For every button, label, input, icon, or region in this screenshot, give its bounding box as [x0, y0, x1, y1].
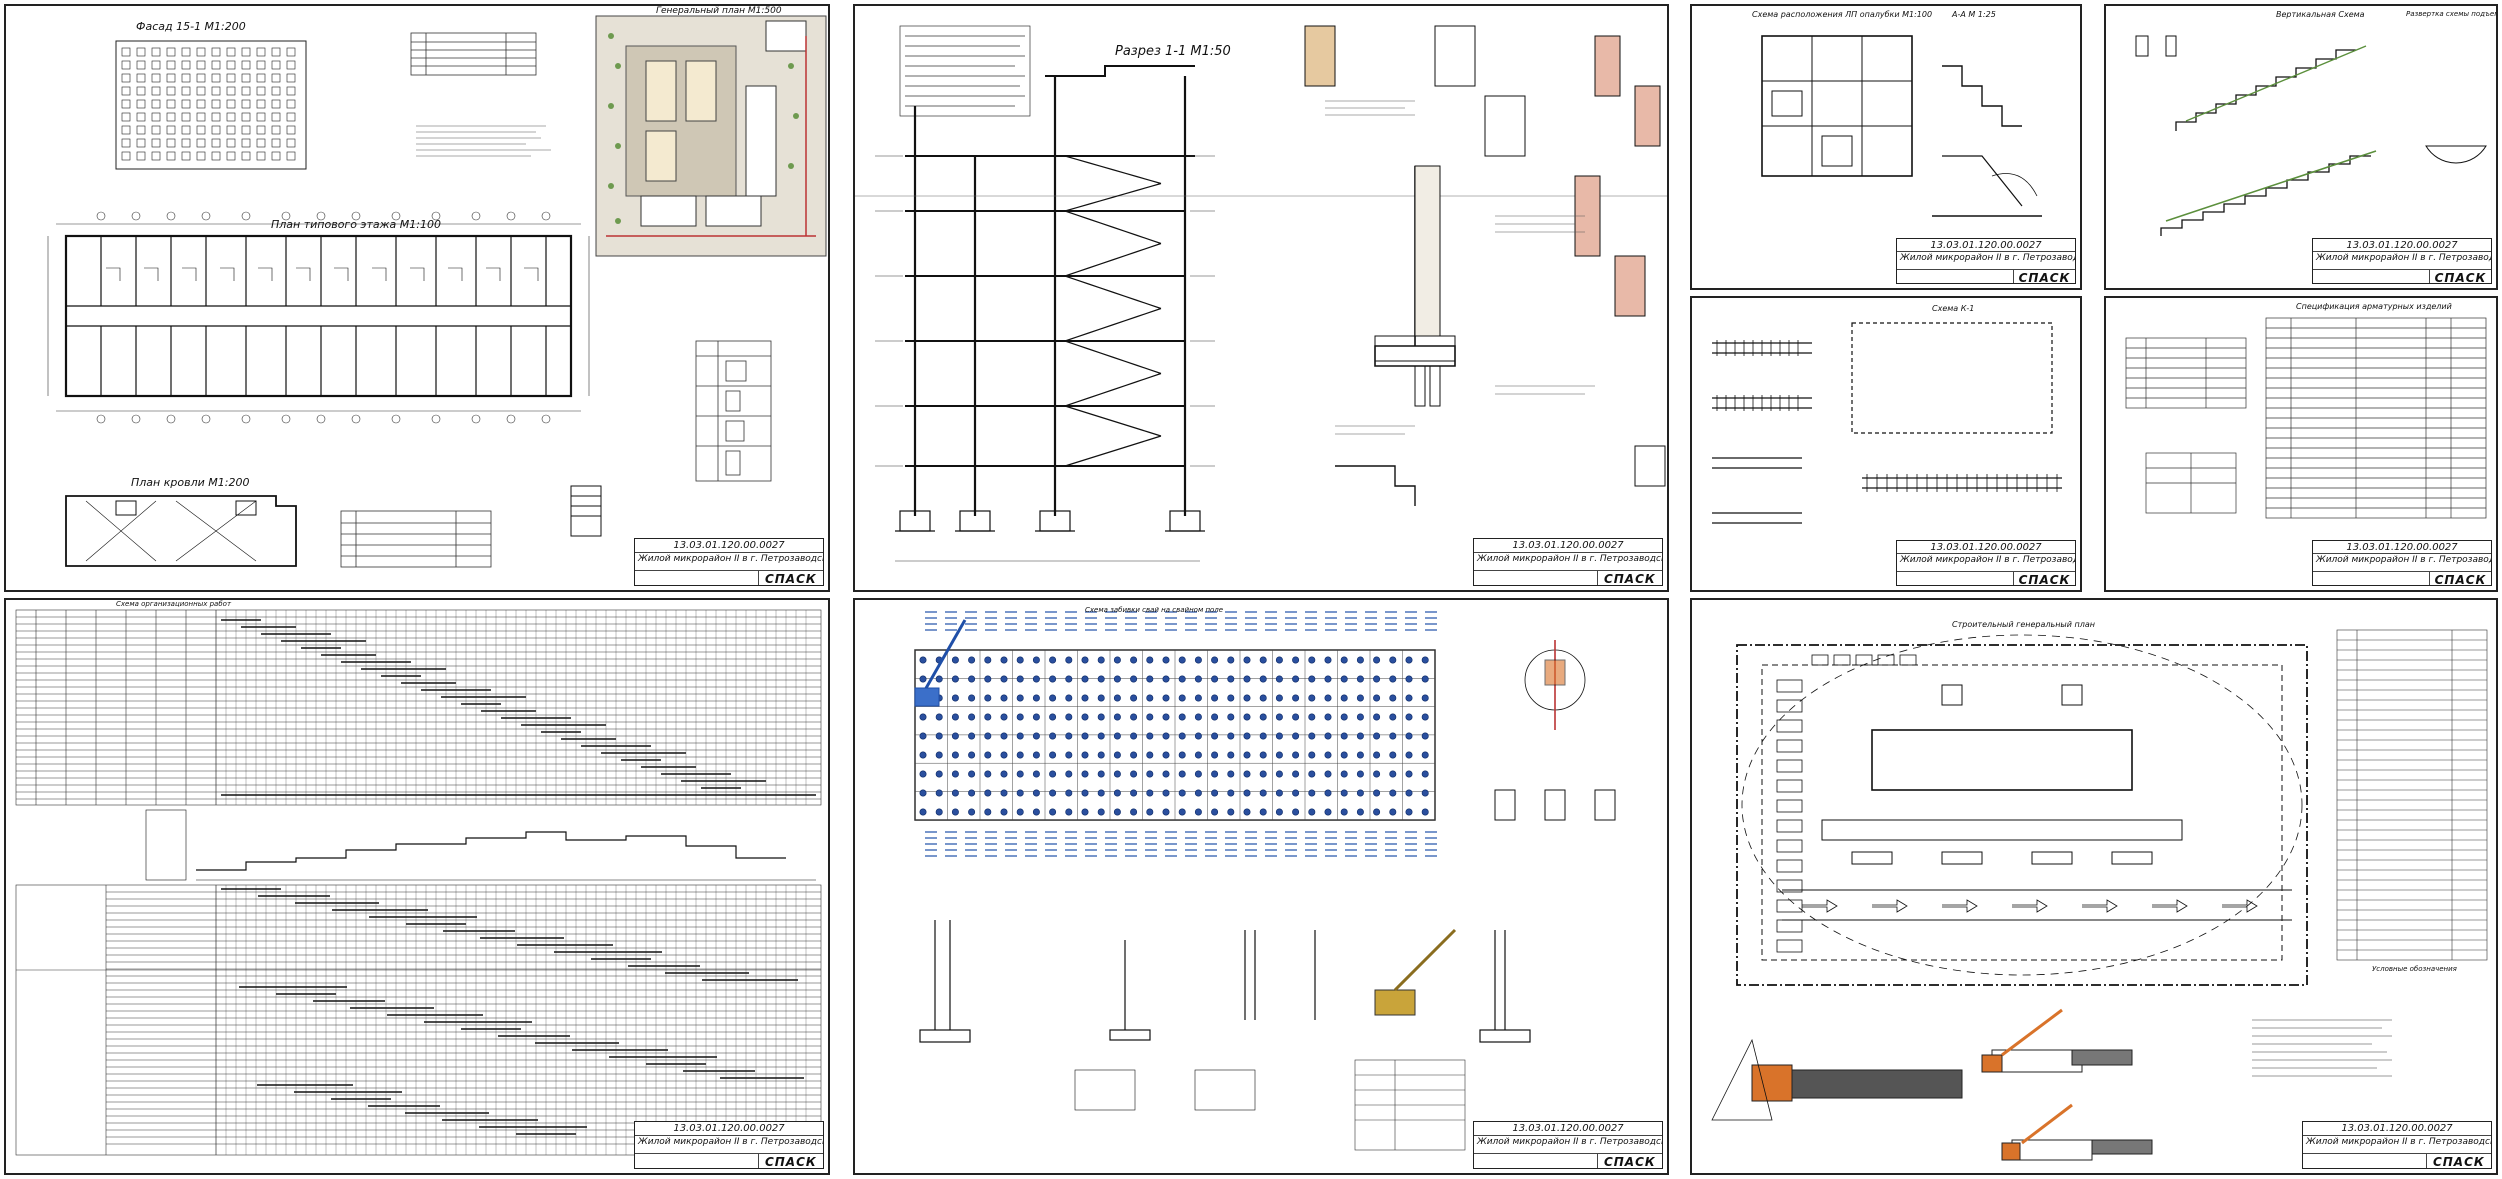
section-drawing: [855, 25, 1667, 562]
project-name: Жилой микрорайон II в г. Петрозаводске: [2306, 1137, 2491, 1147]
architecture-drawing: [47, 15, 827, 568]
title-block: 13.03.01.120.00.0027 Жилой микрорайон II…: [2312, 540, 2492, 586]
sheet-specification: Спецификация арматурных изделий 13.03.01…: [2104, 296, 2498, 592]
genplan-title: Генеральный план М1:500: [656, 6, 782, 16]
roof-plan-title: План кровли М1:200: [131, 476, 250, 489]
wall-details: [1304, 25, 1666, 506]
pipe-detail: [1711, 1038, 1963, 1121]
facade-title: Фасад 15-1 М1:200: [136, 20, 246, 33]
site-plan-title: Строительный генеральный план: [1952, 620, 2095, 629]
drawing-code: 13.03.01.120.00.0027: [1930, 240, 2042, 251]
sheet-rebar: Вертикальная Схема Развертка схемы подъе…: [2104, 4, 2498, 290]
pile-driver: [914, 619, 967, 707]
sheet-formwork: Схема расположения ЛП опалубки М1:100 А-…: [1690, 4, 2082, 290]
rebar-title: Вертикальная Схема: [2276, 10, 2365, 19]
spec-title: Спецификация арматурных изделий: [2296, 302, 2452, 311]
section-aa-title: А-А М 1:25: [1952, 10, 1996, 19]
project-name: Жилой микрорайон II в г. Петрозаводске: [1900, 253, 2075, 263]
building-section: [855, 65, 1667, 562]
project-name: Жилой микрорайон II в г. Петрозаводске: [1477, 1137, 1662, 1147]
title-block: 13.03.01.120.00.0027 Жилой микрорайон II…: [2302, 1121, 2492, 1169]
truck-cranes: [1981, 1008, 2153, 1161]
sheet-section: Разрез 1-1 М1:50 13.03.01.120.00.0027 Жи…: [853, 4, 1669, 592]
roof-plan: [65, 495, 297, 567]
organization: СПАСК: [1603, 1155, 1656, 1168]
tep-text: [416, 125, 551, 157]
project-name: Жилой микрорайон II в г. Петрозаводске: [638, 554, 823, 564]
title-block: 13.03.01.120.00.0027 Жилой микрорайон II…: [1896, 238, 2076, 284]
drawing-code: 13.03.01.120.00.0027: [2346, 240, 2458, 251]
genplan: [595, 15, 827, 257]
title-block: 13.03.01.120.00.0027 Жилой микрорайон II…: [2312, 238, 2492, 284]
title-block: 13.03.01.120.00.0027 Жилой микрорайон II…: [634, 1121, 824, 1169]
section-title: Разрез 1-1 М1:50: [1115, 44, 1231, 59]
drawing-code: 13.03.01.120.00.0027: [673, 540, 785, 551]
rebar-subtitle: Развертка схемы подъемной части: [2406, 10, 2496, 18]
organization: СПАСК: [764, 572, 817, 585]
sheet-site-plan: Строительный генеральный план Условные о…: [1690, 598, 2498, 1175]
organization: СПАСК: [2018, 573, 2071, 585]
specification-drawing: [2125, 317, 2487, 519]
title-block: 13.03.01.120.00.0027 Жилой микрорайон II…: [1473, 1121, 1663, 1169]
crawler-crane: [1374, 928, 1457, 1016]
rebar-drawing: [2135, 35, 2487, 236]
sheet-schedule: Схема организационных работ 13.03.01.120…: [4, 598, 830, 1175]
tep-table: [410, 32, 537, 76]
floor-plan: [47, 211, 590, 424]
organization: СПАСК: [1603, 572, 1656, 585]
schedule-title: Схема организационных работ: [116, 600, 232, 608]
organization: СПАСК: [2018, 271, 2071, 283]
frames-drawing: [1712, 322, 2062, 524]
project-name: Жилой микрорайон II в г. Петрозаводске: [2316, 253, 2491, 263]
sheet-architecture: Фасад 15-1 М1:200 План типового этажа М1…: [4, 4, 830, 592]
organization: СПАСК: [2434, 573, 2487, 585]
project-name: Жилой микрорайон II в г. Петрозаводске: [2316, 555, 2491, 565]
drawing-code: 13.03.01.120.00.0027: [1512, 1123, 1624, 1134]
notes-box: [899, 25, 1031, 117]
site-plan-drawing: [1711, 629, 2488, 1161]
explication-table: [340, 510, 492, 568]
drawing-code: 13.03.01.120.00.0027: [1512, 540, 1624, 551]
title-block: 13.03.01.120.00.0027 Жилой микрорайон II…: [1473, 538, 1663, 586]
project-name: Жилой микрорайон II в г. Петрозаводске: [638, 1137, 823, 1147]
project-name: Жилой микрорайон II в г. Петрозаводске: [1477, 554, 1662, 564]
floor-plan-title: План типового этажа М1:100: [271, 218, 441, 231]
drawing-code: 13.03.01.120.00.0027: [1930, 542, 2042, 553]
sheet-piles: Схема забивки свай на свайном поле 13.03…: [853, 598, 1669, 1175]
title-block: 13.03.01.120.00.0027 Жилой микрорайон II…: [1896, 540, 2076, 586]
title-block: 13.03.01.120.00.0027 Жилой микрорайон II…: [634, 538, 824, 586]
drawing-code: 13.03.01.120.00.0027: [2346, 542, 2458, 553]
site-legend-title: Условные обозначения: [2372, 965, 2457, 973]
window-schedule: [695, 340, 772, 482]
organization: СПАСК: [764, 1155, 817, 1168]
piles-drawing: [914, 611, 1616, 1151]
sheet-frames: Схема К-1 13.03.01.120.00.0027 Жилой мик…: [1690, 296, 2082, 592]
piles-title: Схема забивки свай на свайном поле: [1085, 606, 1224, 614]
frame-title: Схема К-1: [1932, 304, 1975, 313]
formwork-title: Схема расположения ЛП опалубки М1:100: [1752, 10, 1933, 19]
organization: СПАСК: [2434, 271, 2487, 283]
project-name: Жилой микрорайон II в г. Петрозаводске: [1900, 555, 2075, 565]
formwork-drawing: [1761, 35, 2042, 217]
facade: [115, 40, 307, 170]
drawing-code: 13.03.01.120.00.0027: [2341, 1123, 2453, 1134]
schedule-drawing: [15, 609, 822, 1156]
drawing-code: 13.03.01.120.00.0027: [673, 1123, 785, 1134]
organization: СПАСК: [2432, 1155, 2485, 1168]
entrance-node: [570, 485, 602, 537]
detail-leaders: [1325, 100, 1595, 435]
